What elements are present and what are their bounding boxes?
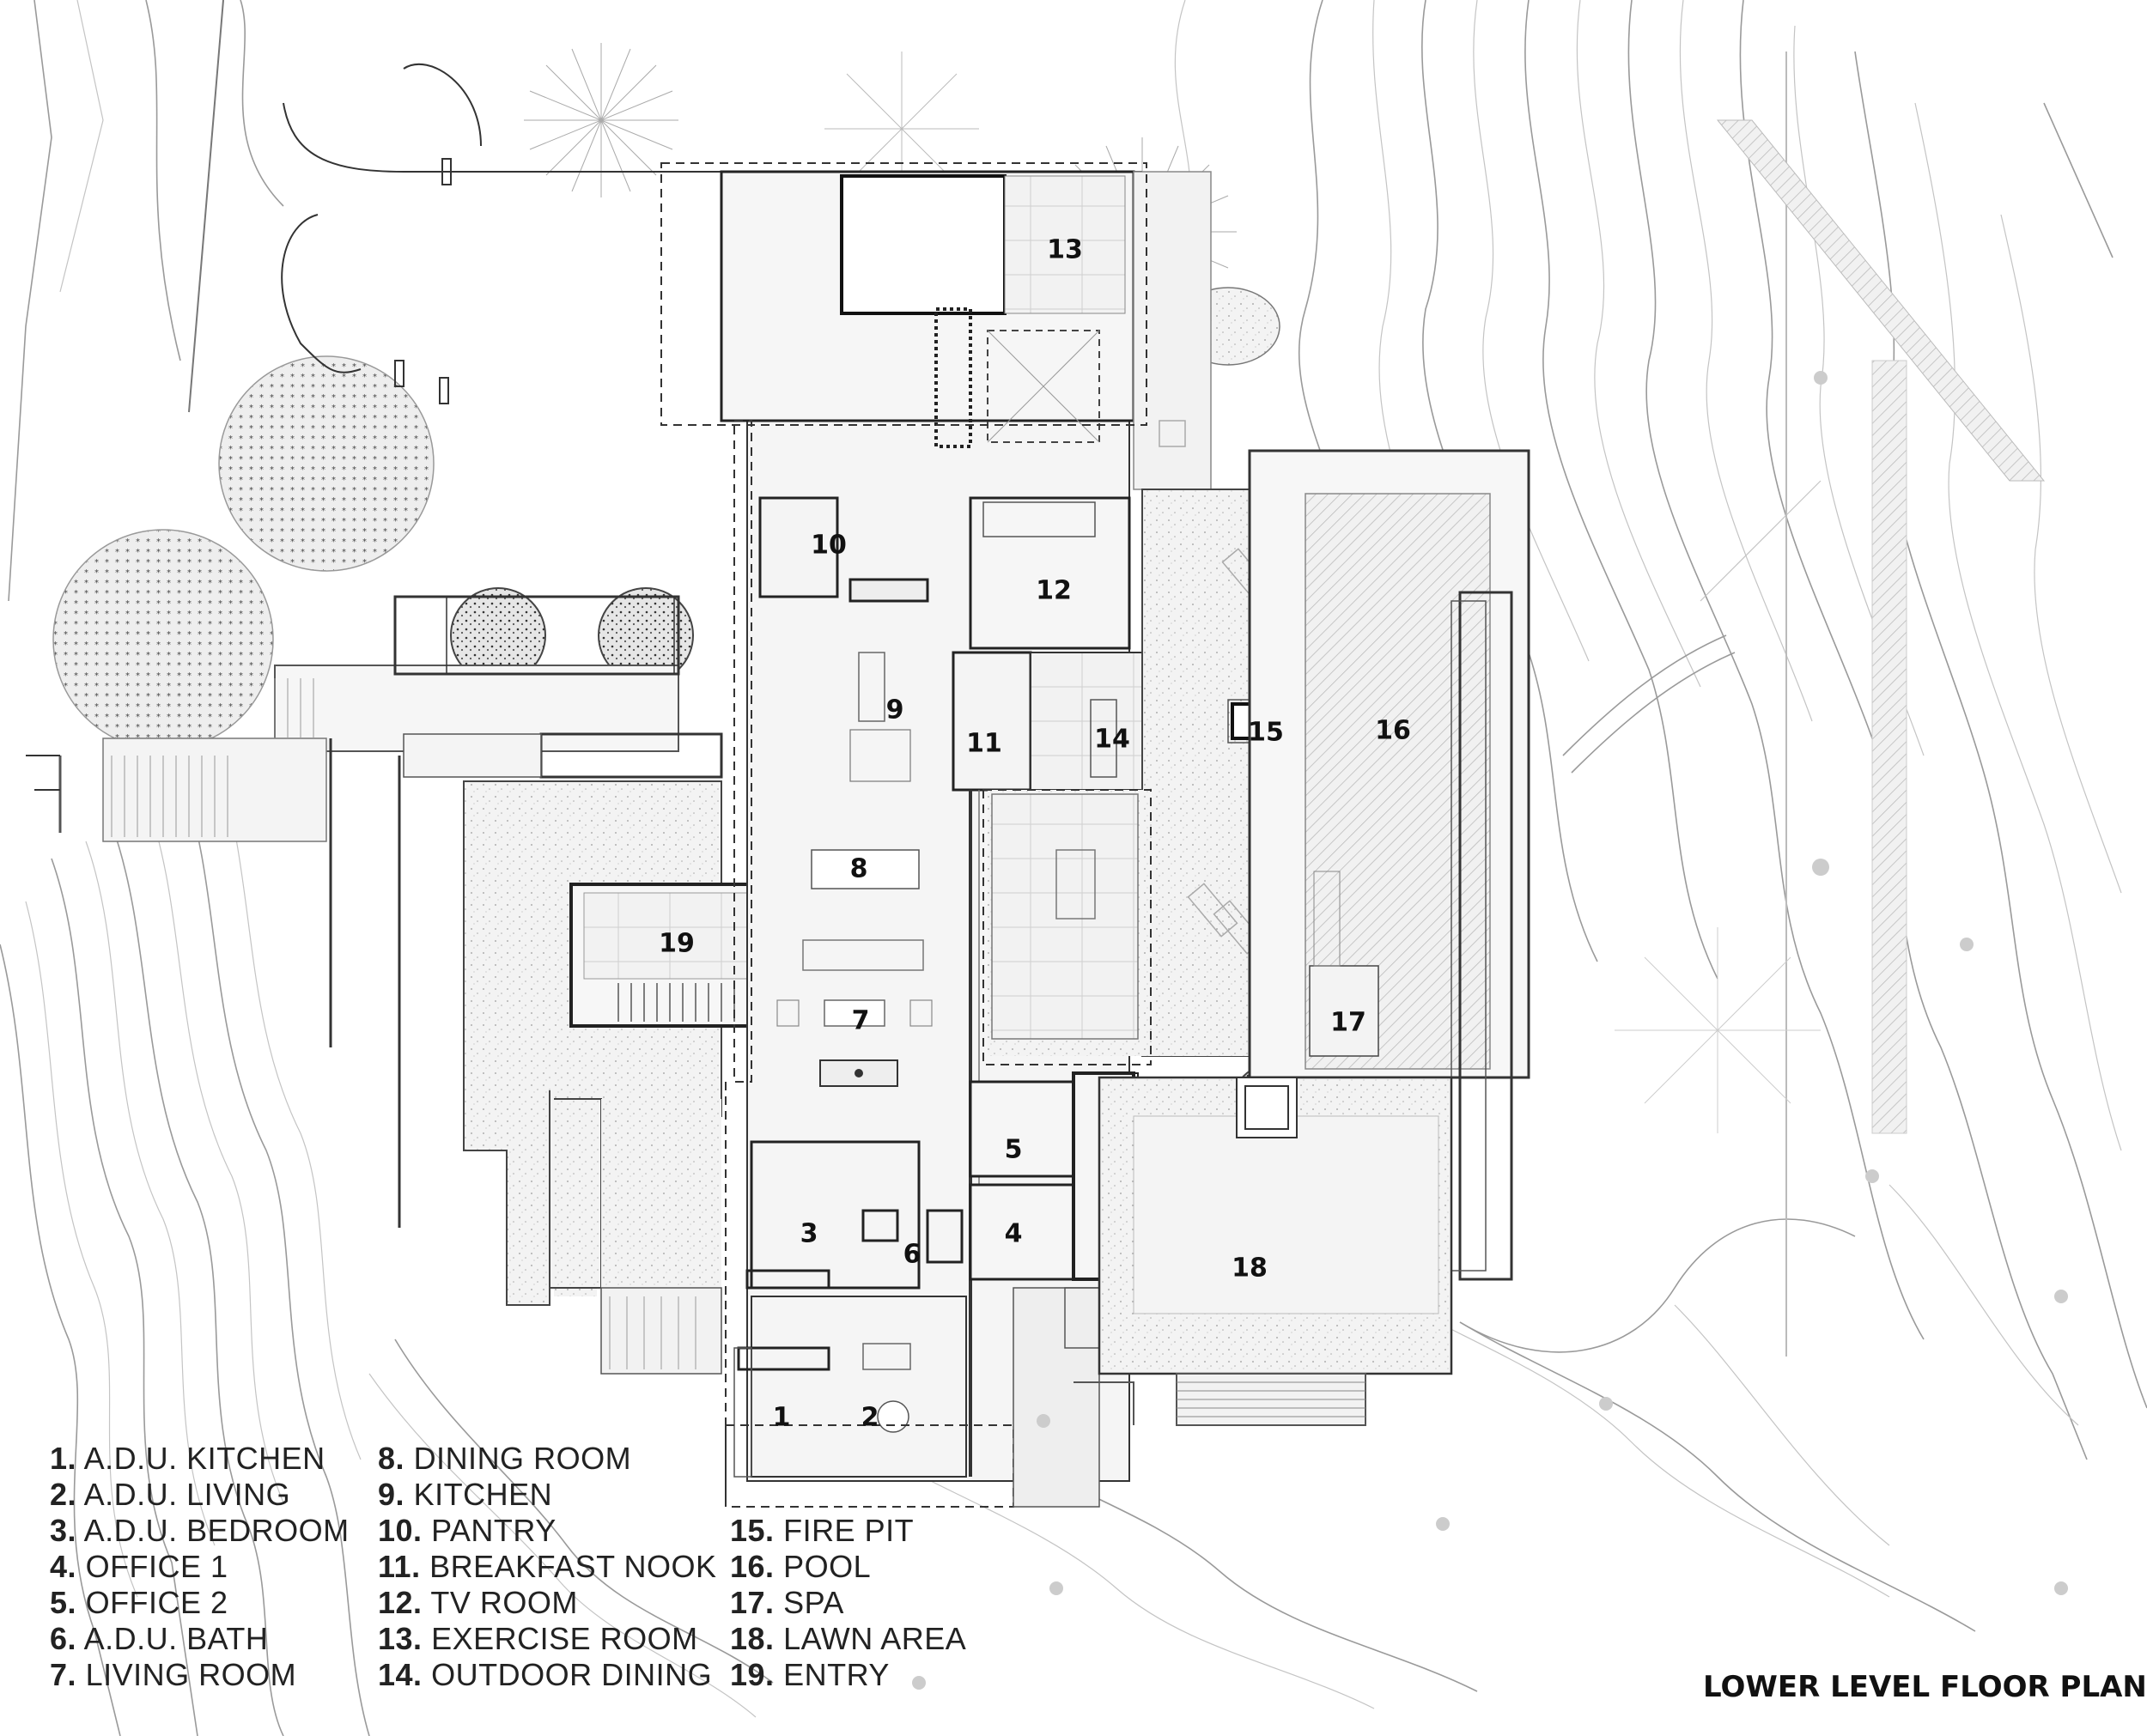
legend-item-18: 18. LAWN AREA bbox=[730, 1621, 967, 1656]
legend-number: 15 bbox=[730, 1513, 766, 1548]
outdoor-terraces bbox=[982, 449, 1530, 1426]
legend-number: 2 bbox=[50, 1477, 68, 1512]
legend-item-3: 3. A.D.U. BEDROOM bbox=[50, 1513, 350, 1548]
legend-item-8: 8. DINING ROOM bbox=[378, 1441, 632, 1476]
legend-label: PANTRY bbox=[431, 1513, 557, 1548]
legend-label: LAWN AREA bbox=[783, 1621, 967, 1656]
room-number-16: 16 bbox=[1375, 716, 1411, 746]
legend-item-9: 9. KITCHEN bbox=[378, 1477, 553, 1512]
legend-label: SPA bbox=[783, 1585, 844, 1620]
legend-label: A.D.U. BEDROOM bbox=[83, 1513, 350, 1548]
legend-number: 3 bbox=[50, 1513, 68, 1548]
house-walls bbox=[660, 162, 1212, 1508]
room-number-11: 11 bbox=[966, 729, 1002, 759]
legend-item-13: 13. EXERCISE ROOM bbox=[378, 1621, 698, 1656]
legend-label: LIVING ROOM bbox=[85, 1657, 297, 1692]
legend-number: 11 bbox=[378, 1549, 412, 1584]
legend-number: 9 bbox=[378, 1477, 396, 1512]
room-number-2: 2 bbox=[861, 1403, 879, 1433]
legend-number: 17 bbox=[730, 1585, 766, 1620]
room-number-12: 12 bbox=[1036, 576, 1072, 606]
legend-number: 13 bbox=[378, 1621, 414, 1656]
legend-label: FIRE PIT bbox=[783, 1513, 915, 1548]
legend-label: POOL bbox=[783, 1549, 872, 1584]
tree-canopies-left bbox=[52, 355, 1321, 1153]
legend-item-1: 1. A.D.U. KITCHEN bbox=[50, 1441, 325, 1476]
legend-number: 5 bbox=[50, 1585, 68, 1620]
legend-item-4: 4. OFFICE 1 bbox=[50, 1549, 228, 1584]
legend-item-6: 6. A.D.U. BATH bbox=[50, 1621, 269, 1656]
legend-label: A.D.U. BATH bbox=[83, 1621, 269, 1656]
legend-number: 4 bbox=[50, 1549, 68, 1584]
plan-title: LOWER LEVEL FLOOR PLAN bbox=[1703, 1670, 2147, 1704]
legend-item-19: 19. ENTRY bbox=[730, 1657, 890, 1692]
room-number-3: 3 bbox=[800, 1219, 818, 1249]
legend-label: OFFICE 2 bbox=[85, 1585, 228, 1620]
room-number-5: 5 bbox=[1005, 1135, 1023, 1165]
legend-item-11: 11. BREAKFAST NOOK bbox=[378, 1549, 717, 1584]
legend-label: A.D.U. KITCHEN bbox=[83, 1441, 325, 1476]
legend-label: OUTDOOR DINING bbox=[431, 1657, 713, 1692]
site-outline bbox=[188, 0, 1142, 413]
legend-number: 7 bbox=[50, 1657, 68, 1692]
site-markers bbox=[912, 371, 2068, 1690]
room-number-17: 17 bbox=[1330, 1008, 1366, 1038]
room-number-9: 9 bbox=[886, 695, 904, 725]
room-number-1: 1 bbox=[773, 1403, 791, 1433]
legend-label: OFFICE 1 bbox=[85, 1549, 228, 1584]
room-number-15: 15 bbox=[1248, 718, 1284, 748]
legend-label: ENTRY bbox=[783, 1657, 890, 1692]
legend-number: 10 bbox=[378, 1513, 414, 1548]
room-number-8: 8 bbox=[850, 854, 868, 884]
legend-item-7: 7. LIVING ROOM bbox=[50, 1657, 297, 1692]
room-numbers: 1 2 3 4 5 6 7 8 9 10 11 12 13 14 15 16 1… bbox=[659, 235, 1411, 1433]
legend-number: 8 bbox=[378, 1441, 396, 1476]
legend-item-16: 16. POOL bbox=[730, 1549, 872, 1584]
legend-item-15: 15. FIRE PIT bbox=[730, 1513, 915, 1548]
legend-label: BREAKFAST NOOK bbox=[429, 1549, 717, 1584]
room-number-18: 18 bbox=[1232, 1253, 1268, 1284]
legend-label: TV ROOM bbox=[430, 1585, 578, 1620]
legend-number: 6 bbox=[50, 1621, 68, 1656]
room-number-19: 19 bbox=[659, 929, 695, 959]
legend-label: KITCHEN bbox=[413, 1477, 553, 1512]
legend-item-5: 5. OFFICE 2 bbox=[50, 1585, 228, 1620]
legend-label: DINING ROOM bbox=[413, 1441, 632, 1476]
legend-number: 1 bbox=[50, 1441, 68, 1476]
walkways-left bbox=[26, 595, 723, 1228]
entry-terrace bbox=[463, 780, 722, 1375]
room-number-4: 4 bbox=[1005, 1219, 1023, 1249]
room-number-7: 7 bbox=[852, 1006, 870, 1036]
entry-box bbox=[569, 883, 757, 1028]
legend-item-2: 2. A.D.U. LIVING bbox=[50, 1477, 291, 1512]
legend-number: 18 bbox=[730, 1621, 766, 1656]
room-number-10: 10 bbox=[811, 531, 847, 561]
legend-number: 12 bbox=[378, 1585, 414, 1620]
legend-item-12: 12. TV ROOM bbox=[378, 1585, 578, 1620]
room-number-14: 14 bbox=[1094, 725, 1130, 755]
legend-number: 14 bbox=[378, 1657, 414, 1692]
legend-item-17: 17. SPA bbox=[730, 1585, 844, 1620]
legend-label: A.D.U. LIVING bbox=[83, 1477, 291, 1512]
room-number-13: 13 bbox=[1047, 235, 1083, 265]
legend-number: 19 bbox=[730, 1657, 766, 1692]
room-number-6: 6 bbox=[903, 1240, 921, 1270]
legend-item-10: 10. PANTRY bbox=[378, 1513, 557, 1548]
legend-number: 16 bbox=[730, 1549, 766, 1584]
legend-label: EXERCISE ROOM bbox=[431, 1621, 698, 1656]
legend-item-14: 14. OUTDOOR DINING bbox=[378, 1657, 713, 1692]
